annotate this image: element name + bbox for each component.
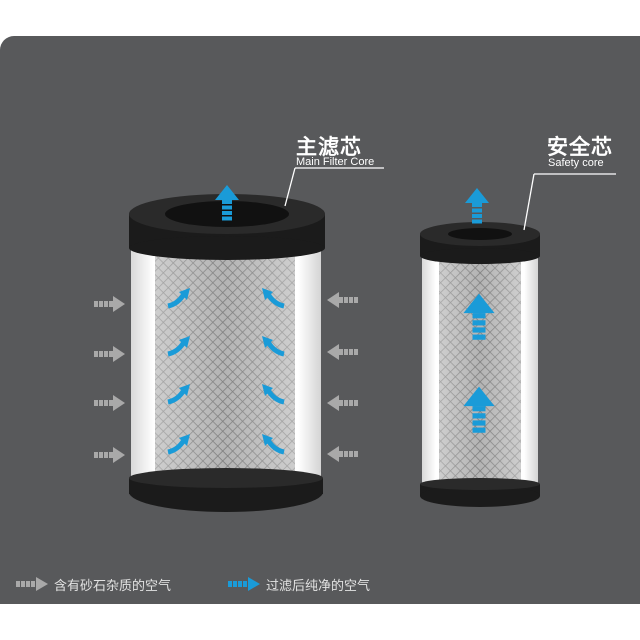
- safety-core: [420, 173, 616, 507]
- legend-dirty-air-label: 含有砂石杂质的空气: [54, 577, 172, 593]
- gray-arrow-icon: [16, 577, 48, 591]
- main-core-title-en: Main Filter Core: [296, 156, 375, 168]
- legend-item-dirty-air: 含有砂石杂质的空气: [16, 575, 171, 593]
- main-core-title-cn: 主滤芯: [296, 136, 362, 159]
- legend-clean-air-label: 过滤后纯净的空气: [266, 577, 371, 593]
- legend-item-clean-air: 过滤后纯净的空气: [228, 575, 370, 593]
- safety-core-outflow-arrow-icon: [465, 188, 489, 224]
- safety-core-bottom-cap: [420, 485, 540, 507]
- safety-core-title-cn: 安全芯: [547, 136, 613, 159]
- main-filter-core: [94, 167, 384, 512]
- blue-arrow-icon: [228, 577, 260, 591]
- dirty-air-inflow-arrow-icon: [94, 296, 125, 312]
- safety-core-opening: [448, 228, 512, 240]
- safety-core-title-en: Safety core: [548, 157, 604, 169]
